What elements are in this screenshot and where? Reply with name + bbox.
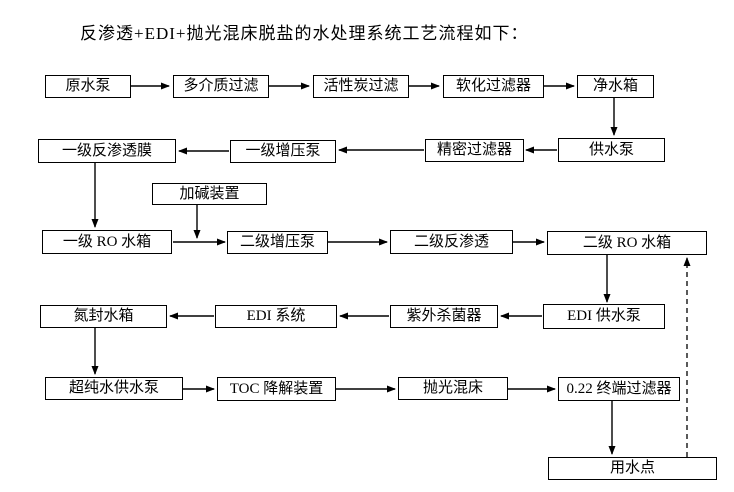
flow-node-precision-filter: 精密过滤器 xyxy=(425,139,524,162)
flow-node-edi-feed-pump: EDI 供水泵 xyxy=(543,304,665,329)
flow-node-stage1-ro-membrane: 一级反渗透膜 xyxy=(38,139,176,163)
flow-node-stage2-ro: 二级反渗透 xyxy=(390,230,513,254)
flow-node-water-use-point: 用水点 xyxy=(548,457,717,480)
flow-node-ultrapure-feed-pump: 超纯水供水泵 xyxy=(45,377,183,400)
flow-node-stage2-ro-tank: 二级 RO 水箱 xyxy=(547,231,707,255)
page-title: 反渗透+EDI+抛光混床脱盐的水处理系统工艺流程如下： xyxy=(80,24,529,43)
flow-node-feed-water-pump: 供水泵 xyxy=(558,138,665,162)
flow-node-clean-water-tank: 净水箱 xyxy=(577,75,654,98)
flow-node-multimedia-filter: 多介质过滤 xyxy=(173,75,269,98)
flow-node-polishing-mixed-bed: 抛光混床 xyxy=(398,377,508,400)
flow-node-stage1-booster-pump: 一级增压泵 xyxy=(230,140,336,163)
flow-node-toc-reducer: TOC 降解装置 xyxy=(217,377,336,401)
flow-node-uv-sterilizer: 紫外杀菌器 xyxy=(390,305,498,328)
flow-node-terminal-filter-022: 0.22 终端过滤器 xyxy=(558,377,680,401)
flow-node-stage1-ro-tank: 一级 RO 水箱 xyxy=(42,230,172,254)
flow-node-nitrogen-sealed-tank: 氮封水箱 xyxy=(40,305,167,328)
flow-node-raw-water-pump: 原水泵 xyxy=(45,75,131,98)
flow-node-carbon-filter: 活性炭过滤 xyxy=(313,75,409,98)
flow-node-stage2-booster-pump: 二级增压泵 xyxy=(227,231,328,254)
flow-node-softening-filter: 软化过滤器 xyxy=(443,75,544,98)
flow-node-alkali-dosing: 加碱装置 xyxy=(152,183,267,205)
flow-node-edi-system: EDI 系统 xyxy=(215,305,337,328)
